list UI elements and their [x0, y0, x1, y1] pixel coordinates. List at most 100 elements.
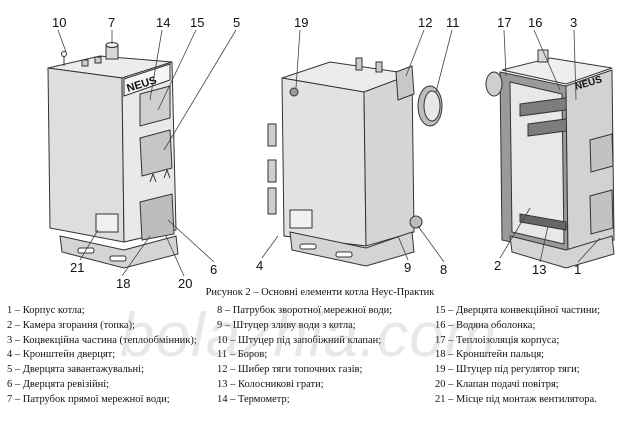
- legend-item: 1 – Корпус котла;: [7, 305, 85, 316]
- legend-item: 14 – Термометр;: [217, 393, 290, 405]
- flame-marks: [149, 168, 171, 183]
- legend-item: 16 – Водяна оболонка;: [435, 319, 536, 331]
- leader-16: [533, 29, 561, 91]
- callout-numbers: 10 7 14 15 5 19 12 11 17 16 3 21 18 20 6…: [52, 15, 581, 291]
- leader-12: [405, 29, 425, 77]
- legend-item: 15 – Дверцята конвекційної частини;: [435, 305, 601, 316]
- boiler2-base: [289, 231, 415, 267]
- leader-8: [417, 225, 445, 263]
- leader-6: [167, 219, 215, 263]
- legend-item: 2 – Камера згорання (топка);: [7, 319, 135, 331]
- callout-6: 6: [210, 262, 217, 277]
- door-5-shape: [139, 129, 173, 177]
- figure-caption: Рисунок 2 – Основні елементи котла Неус-…: [205, 287, 435, 298]
- callout-17: 17: [497, 15, 511, 30]
- callout-19: 19: [294, 15, 308, 30]
- return-pipe-8-shape: [409, 215, 423, 229]
- callout-7: 7: [108, 15, 115, 30]
- callout-11: 11: [446, 15, 460, 30]
- leader-18: [121, 235, 151, 277]
- callout-16: 16: [528, 15, 542, 30]
- leader-21: [79, 229, 99, 261]
- legend-item: 7 – Патрубок прямої мережної води;: [7, 393, 170, 405]
- fan-plate-21: [95, 213, 119, 233]
- boiler3-door-b: [589, 189, 614, 235]
- callout-21: 21: [70, 260, 84, 275]
- callout-2: 2: [494, 258, 501, 273]
- callout-15: 15: [190, 15, 204, 30]
- boiler3-top: [501, 57, 613, 85]
- fitting-a: [81, 59, 89, 67]
- boiler2-slot-a: [299, 243, 317, 250]
- legend-column-1: 1 – Корпус котла; 2 – Камера згорання (т…: [7, 304, 197, 408]
- door-15-shape: [139, 85, 171, 127]
- leader-17: [503, 29, 507, 77]
- leader-20: [165, 235, 185, 277]
- leader-2: [499, 207, 531, 259]
- leader-10: [57, 29, 67, 53]
- boiler3-door-a: [589, 133, 614, 173]
- damper-12-shape: [395, 65, 415, 101]
- callout-18: 18: [116, 276, 130, 291]
- callout-14: 14: [156, 15, 170, 30]
- leader-11: [435, 29, 453, 93]
- boiler2-fitting-b: [375, 61, 383, 73]
- leader-lines: [57, 29, 601, 277]
- legend-item: 20 – Клапан подачі повітря;: [435, 378, 559, 390]
- legend-item: 12 – Шибер тяги топочних газів;: [217, 364, 363, 376]
- callout-8: 8: [440, 262, 447, 277]
- boiler2-fitting-a: [355, 57, 363, 71]
- boiler2-rear-face: [363, 73, 415, 247]
- callout-20: 20: [178, 276, 192, 291]
- boiler3-pipe: [537, 49, 549, 63]
- leader-5: [163, 29, 237, 151]
- leader-3: [573, 29, 577, 101]
- boiler3-base: [509, 235, 615, 269]
- callout-5: 5: [233, 15, 240, 30]
- leader-13: [539, 225, 549, 263]
- legend-column-2: 8 – Патрубок зворотної мережної води; 9 …: [217, 304, 392, 408]
- legend-item: 3 – Коцвекційна частина (теплообмінник);: [7, 334, 197, 346]
- legend-item: 5 – Дверцята завантажувальні;: [7, 364, 145, 376]
- legend-item: 9 – Штуцер зливу води з котла;: [217, 319, 356, 331]
- boiler-front-view: NEUS: [47, 42, 179, 269]
- hinge-a: [267, 123, 277, 147]
- legend-item: 21 – Місце під монтаж вентилятора.: [435, 393, 597, 405]
- boiler3-flue: [485, 71, 503, 97]
- legend-item: 17 – Теплоізоляція корпуса;: [435, 334, 560, 346]
- leader-1: [577, 237, 601, 263]
- legend-item: 19 – Штуцер під регулятор тяги;: [435, 364, 580, 376]
- callout-12: 12: [418, 15, 432, 30]
- legend-item: 6 – Дверцята ревізійні;: [7, 378, 110, 390]
- legend-item: 18 – Кронштейн пальця;: [435, 349, 545, 361]
- hinge-c: [267, 187, 277, 215]
- callout-9: 9: [404, 260, 411, 275]
- hinge-b: [267, 159, 277, 183]
- leader-14: [149, 29, 163, 101]
- boiler-cutaway-view: NEUS: [485, 49, 615, 269]
- boiler2-slot-b: [335, 251, 353, 258]
- legend-item: 11 – Боров;: [217, 349, 268, 361]
- boiler-rear-view: [267, 57, 443, 267]
- fitting-10-top: [61, 51, 67, 57]
- legend-item: 4 – Кронштейн дверцят;: [7, 349, 116, 361]
- legend-item: 8 – Патрубок зворотної мережної води;: [217, 305, 393, 316]
- leader-19: [295, 29, 301, 89]
- legend-column-3: 15 – Дверцята конвекційної частини; 16 –…: [435, 304, 600, 408]
- callout-13: 13: [532, 262, 546, 277]
- callout-4: 4: [256, 258, 263, 273]
- callout-3: 3: [570, 15, 577, 30]
- leader-4: [261, 235, 279, 259]
- fitting-b: [94, 56, 102, 64]
- logo-plate: [123, 63, 171, 97]
- callout-10: 10: [52, 15, 66, 30]
- legend-item: 13 – Колосникові грати;: [217, 378, 324, 390]
- callout-1: 1: [574, 262, 581, 277]
- leader-9: [397, 235, 409, 261]
- boiler2-fan-plate: [289, 209, 313, 229]
- grate-13: [519, 213, 567, 231]
- base-slot-b: [109, 255, 127, 262]
- regulator-fitting-19: [289, 87, 299, 97]
